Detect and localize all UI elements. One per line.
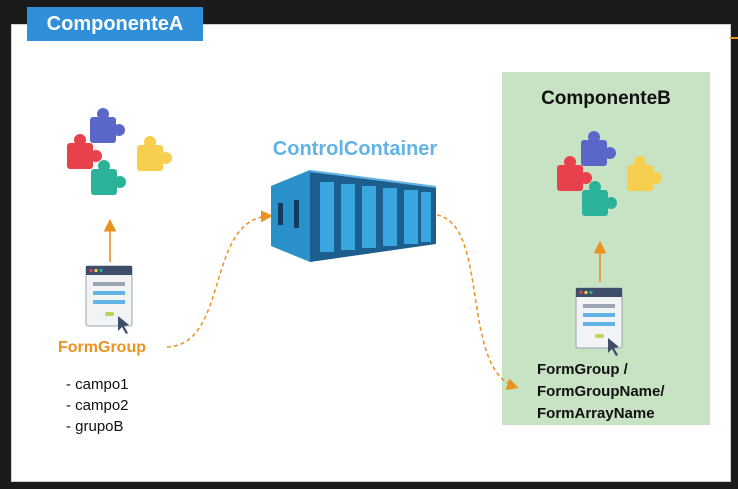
componente-b-title: ComponenteB	[541, 88, 671, 109]
b-label-line: FormArrayName	[537, 405, 655, 422]
arrow-formgroup-to-container	[166, 210, 273, 348]
b-label-line: FormGroup /	[537, 361, 628, 378]
field-item: - campo2	[66, 397, 129, 414]
arrow-container-to-componente-b	[436, 214, 519, 391]
field-list: - campo1 - campo2 - grupoB	[66, 374, 129, 437]
form-window-icon	[85, 265, 133, 327]
componente-b-labels: FormGroup / FormGroupName/ FormArrayName	[537, 359, 665, 425]
field-item: - campo1	[66, 376, 129, 393]
cursor-pointer-icon	[608, 338, 619, 356]
componente-a-title: ComponenteA	[27, 7, 203, 41]
field-item: - grupoB	[66, 418, 124, 435]
puzzle-pieces-icon	[67, 108, 172, 195]
shipping-container-icon	[271, 170, 436, 262]
control-container-title: ControlContainer	[272, 138, 438, 160]
cursor-pointer-icon	[118, 316, 129, 334]
puzzle-pieces-icon	[557, 131, 662, 216]
formgroup-label: FormGroup	[58, 339, 146, 356]
b-label-line: FormGroupName/	[537, 383, 665, 400]
form-window-icon	[575, 287, 623, 349]
